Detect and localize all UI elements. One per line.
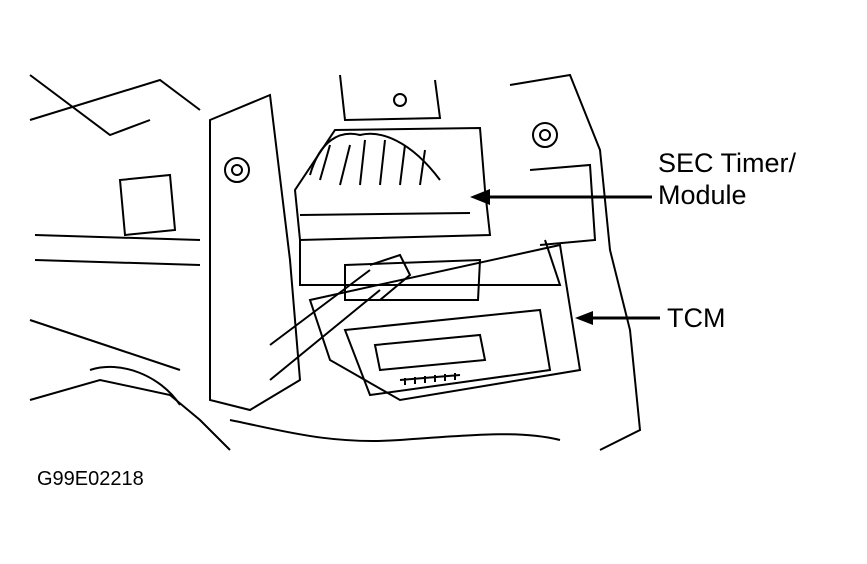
sec-timer-arrow	[470, 189, 652, 205]
line-drawing	[29, 73, 642, 451]
tcm-arrow	[575, 311, 660, 325]
tcm-label: TCM	[667, 303, 726, 333]
sec-timer-label-line2: Module	[658, 180, 747, 210]
sec-timer-label: SEC Timer/ Module	[658, 147, 796, 211]
sec-timer-label-line1: SEC Timer/	[658, 148, 797, 178]
figure-code: G99E02218	[37, 468, 144, 490]
